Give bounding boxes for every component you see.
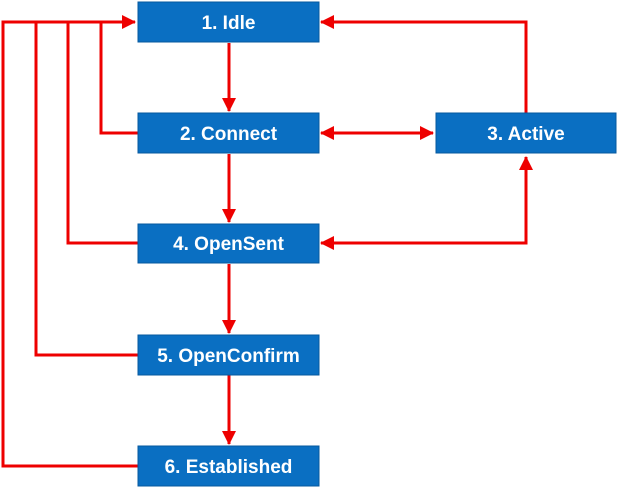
transition-opensent-to-idle xyxy=(66,22,138,245)
state-label-active: 3. Active xyxy=(487,124,564,145)
transition-connect-to-idle xyxy=(99,22,138,135)
state-box-established[interactable]: 6. Established xyxy=(137,445,320,487)
state-label-opensent: 4. OpenSent xyxy=(173,234,285,255)
state-label-idle: 1. Idle xyxy=(202,13,256,34)
state-label-connect: 2. Connect xyxy=(180,124,278,145)
transition-active-to-opensent xyxy=(320,168,528,250)
state-box-idle[interactable]: 1. Idle xyxy=(137,1,320,43)
transition-established-to-idle xyxy=(1,15,138,468)
transition-openconfirm-to-idle xyxy=(34,22,138,357)
state-label-established: 6. Established xyxy=(165,457,293,478)
state-label-openconfirm: 5. OpenConfirm xyxy=(157,346,300,367)
transition-connectors xyxy=(1,15,533,468)
state-box-openconfirm[interactable]: 5. OpenConfirm xyxy=(137,334,320,376)
transition-active-to-idle xyxy=(320,15,528,113)
state-box-active[interactable]: 3. Active xyxy=(435,112,617,154)
state-box-connect[interactable]: 2. Connect xyxy=(137,112,320,154)
state-box-opensent[interactable]: 4. OpenSent xyxy=(137,223,320,264)
